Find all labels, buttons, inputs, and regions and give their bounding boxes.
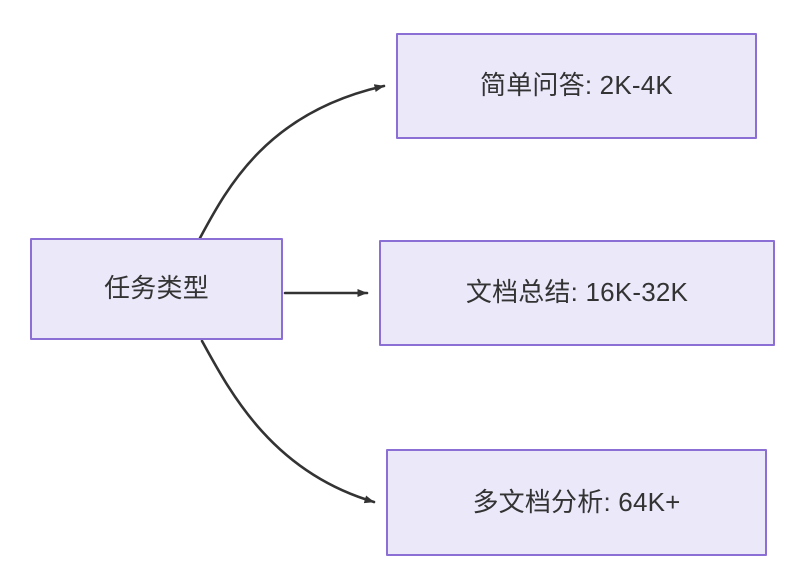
node-task-type[interactable]: 任务类型	[30, 238, 283, 340]
node-doc-summary[interactable]: 文档总结: 16K-32K	[379, 240, 775, 346]
edge-to-multi-doc-analysis	[200, 339, 376, 504]
node-doc-summary-label: 文档总结: 16K-32K	[465, 277, 689, 308]
node-simple-qa[interactable]: 简单问答: 2K-4K	[396, 33, 757, 139]
node-multi-doc-analysis-label: 多文档分析: 64K+	[472, 486, 681, 517]
node-multi-doc-analysis[interactable]: 多文档分析: 64K+	[386, 449, 767, 556]
node-simple-qa-label: 简单问答: 2K-4K	[480, 70, 673, 101]
node-task-type-label: 任务类型	[104, 273, 209, 304]
edge-to-simple-qa	[198, 84, 386, 240]
